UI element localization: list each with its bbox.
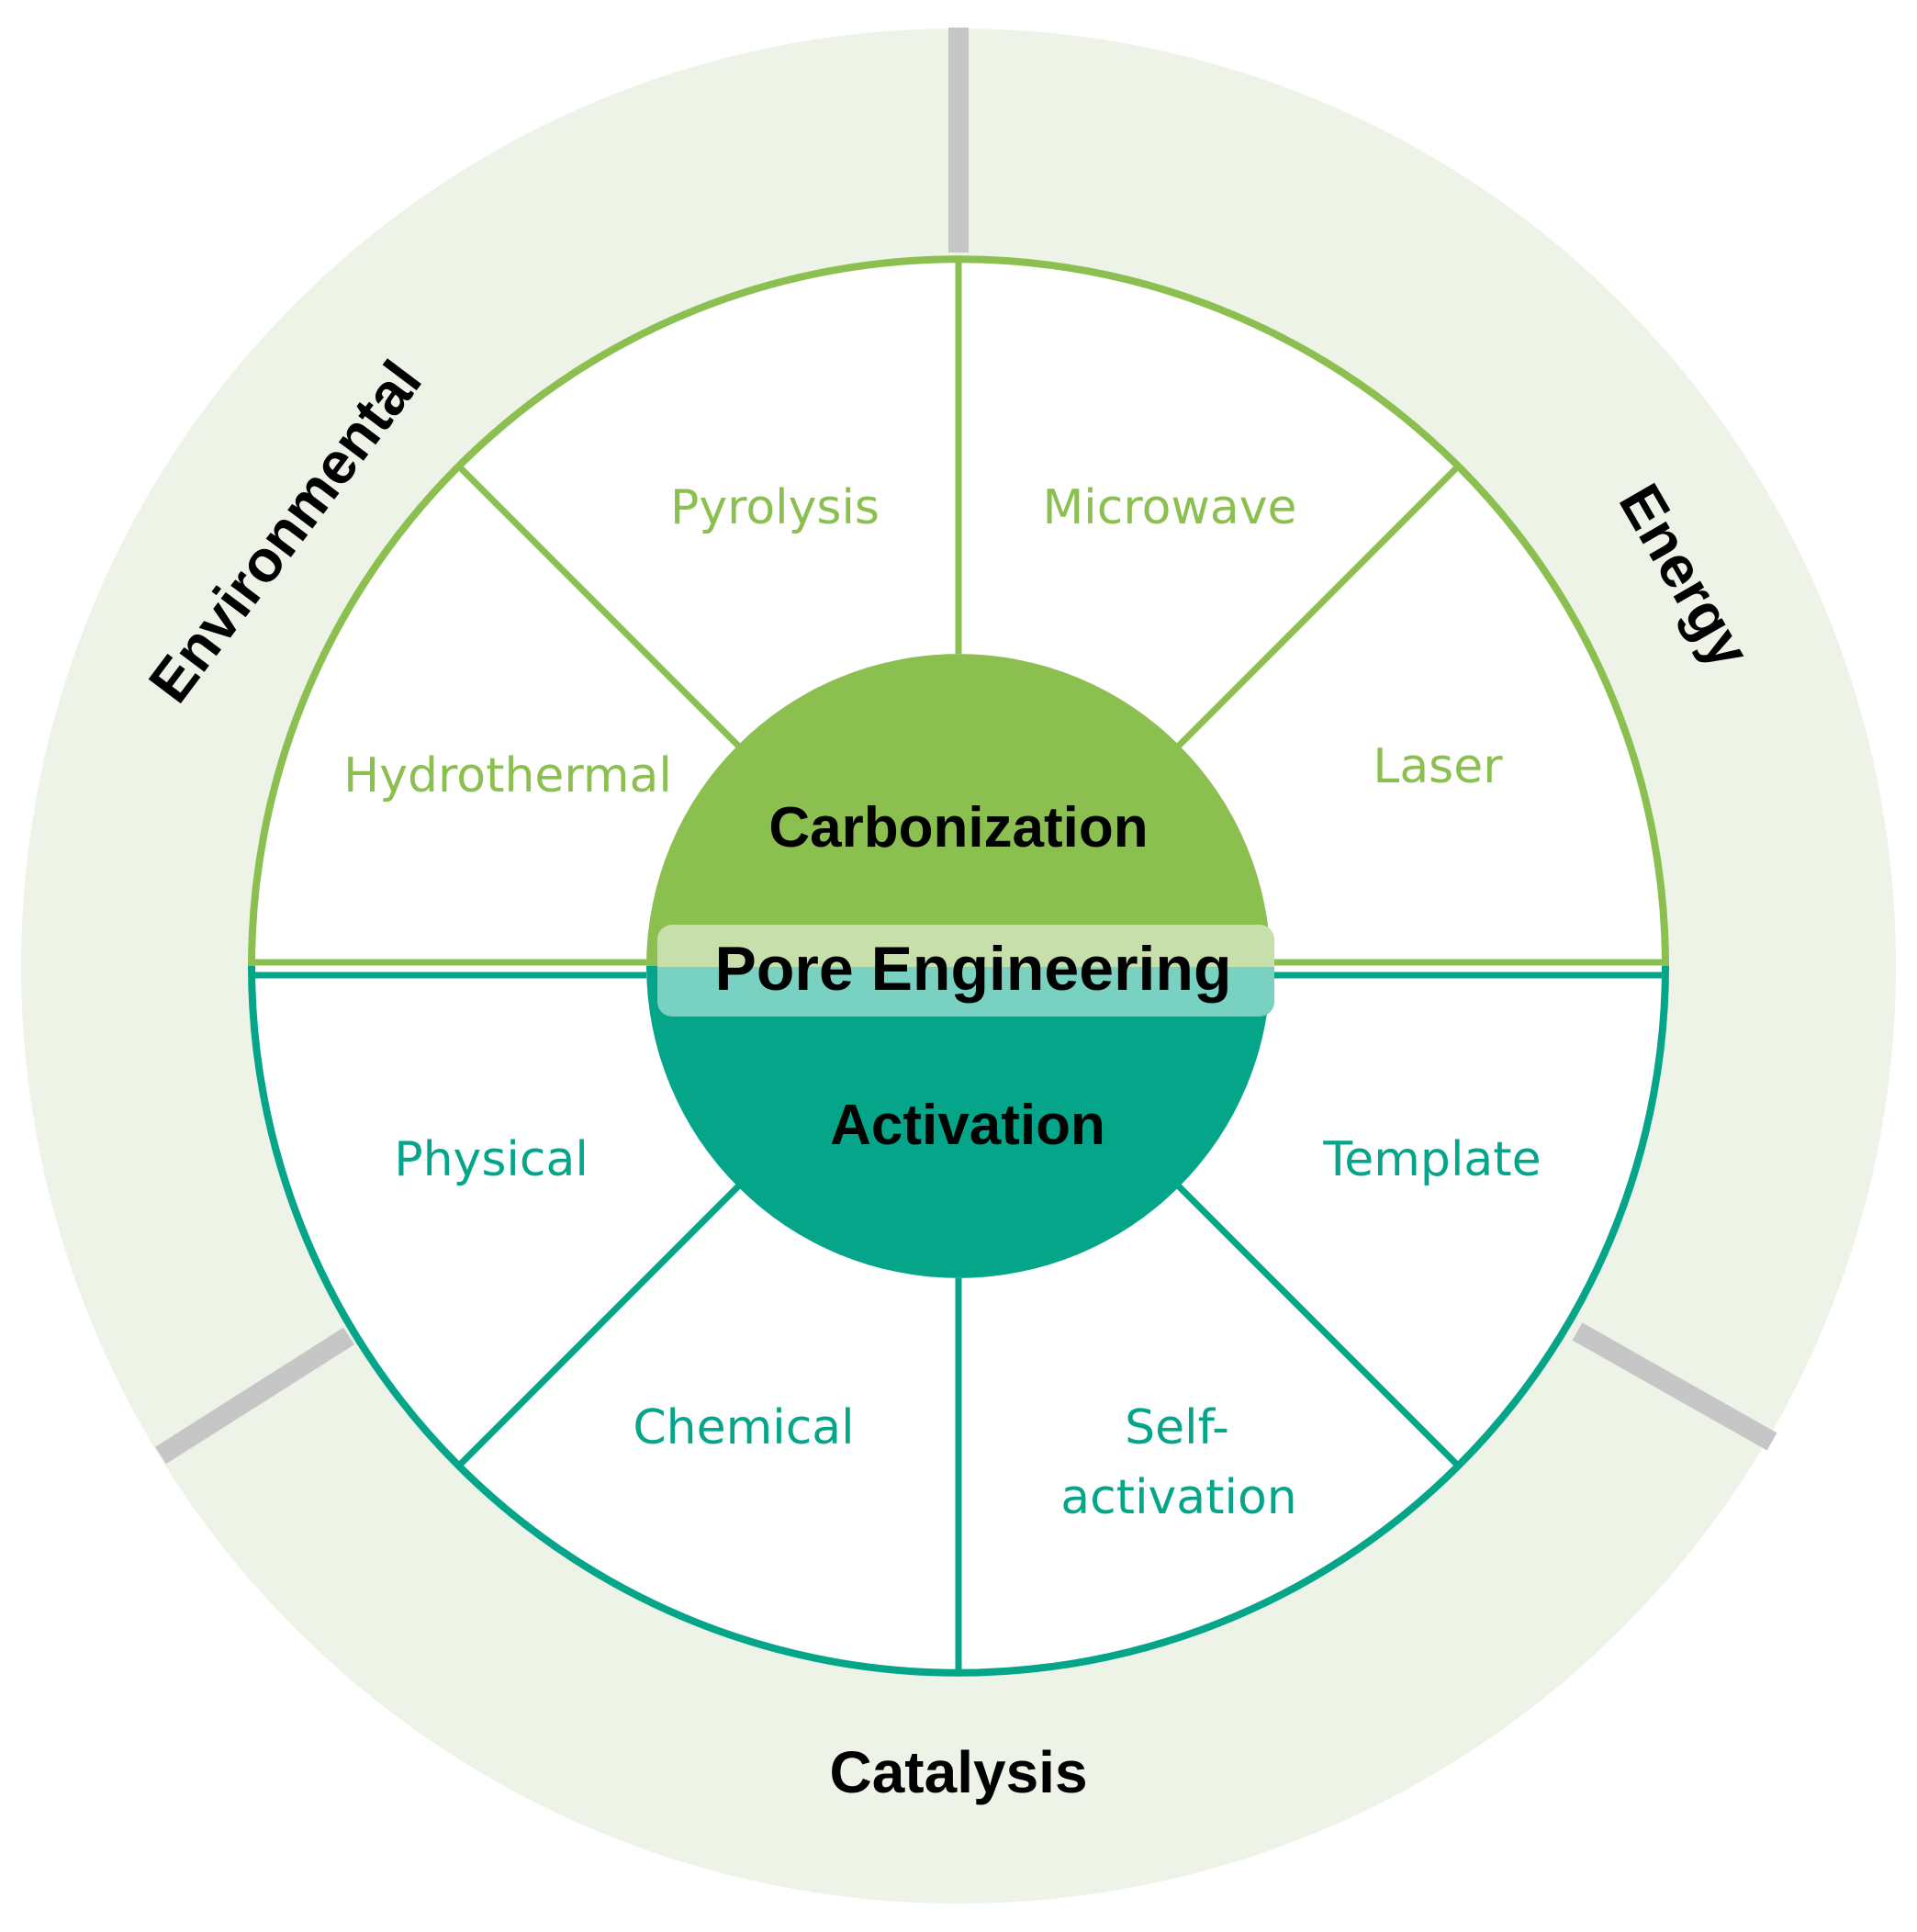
method-laser: Laser <box>1373 739 1503 794</box>
method-self-activation-line2: activation <box>1060 1470 1297 1525</box>
spoke-lower-left <box>456 1184 741 1468</box>
divider-lower-left <box>155 1327 354 1465</box>
band-bottom <box>657 967 1274 1017</box>
pore-engineering-title: Pore Engineering <box>715 934 1232 1004</box>
method-template: Template <box>1322 1132 1541 1187</box>
spoke-upper-left <box>456 464 741 748</box>
application-catalysis: Catalysis <box>829 1739 1087 1805</box>
method-microwave: Microwave <box>1042 480 1296 535</box>
divider-lower-right <box>1572 1322 1777 1451</box>
spoke-upper-right <box>1176 464 1461 748</box>
method-physical: Physical <box>394 1132 589 1187</box>
activation-half <box>646 966 1271 1278</box>
carbonization-half <box>646 654 1271 966</box>
method-hydrothermal: Hydrothermal <box>343 748 672 803</box>
carbonization-label: Carbonization <box>768 796 1148 859</box>
activation-label: Activation <box>830 1094 1105 1157</box>
method-pyrolysis: Pyrolysis <box>670 480 880 535</box>
method-self-activation-line1: Self- <box>1125 1400 1229 1455</box>
spoke-lower-right <box>1176 1184 1461 1468</box>
band-top <box>657 925 1274 967</box>
method-chemical: Chemical <box>633 1400 854 1455</box>
